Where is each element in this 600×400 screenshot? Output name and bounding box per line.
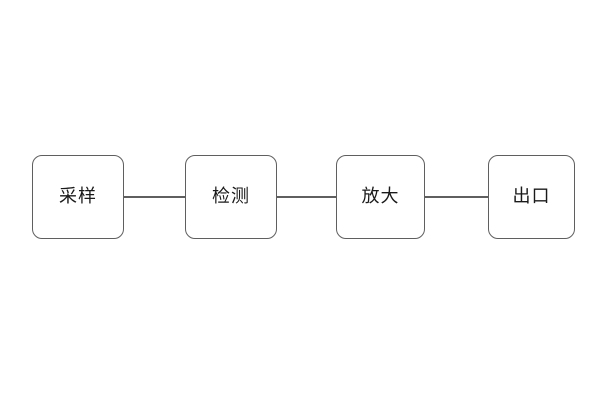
flow-node-label: 出口 [512, 186, 551, 207]
flow-node-sampling[interactable]: 采样 [32, 155, 124, 239]
flow-sequence: 采样 检测 放大 出口 [0, 155, 600, 239]
flow-node-detection[interactable]: 检测 [185, 155, 277, 239]
flow-node-label: 放大 [361, 186, 400, 207]
flow-node-label: 检测 [212, 186, 250, 207]
flow-connector-3 [425, 196, 488, 198]
flow-node-label: 采样 [59, 186, 97, 207]
flow-connector-1 [124, 196, 185, 198]
flow-connector-2 [277, 196, 336, 198]
flow-node-outlet[interactable]: 出口 [488, 155, 575, 239]
flow-node-amplification[interactable]: 放大 [336, 155, 425, 239]
